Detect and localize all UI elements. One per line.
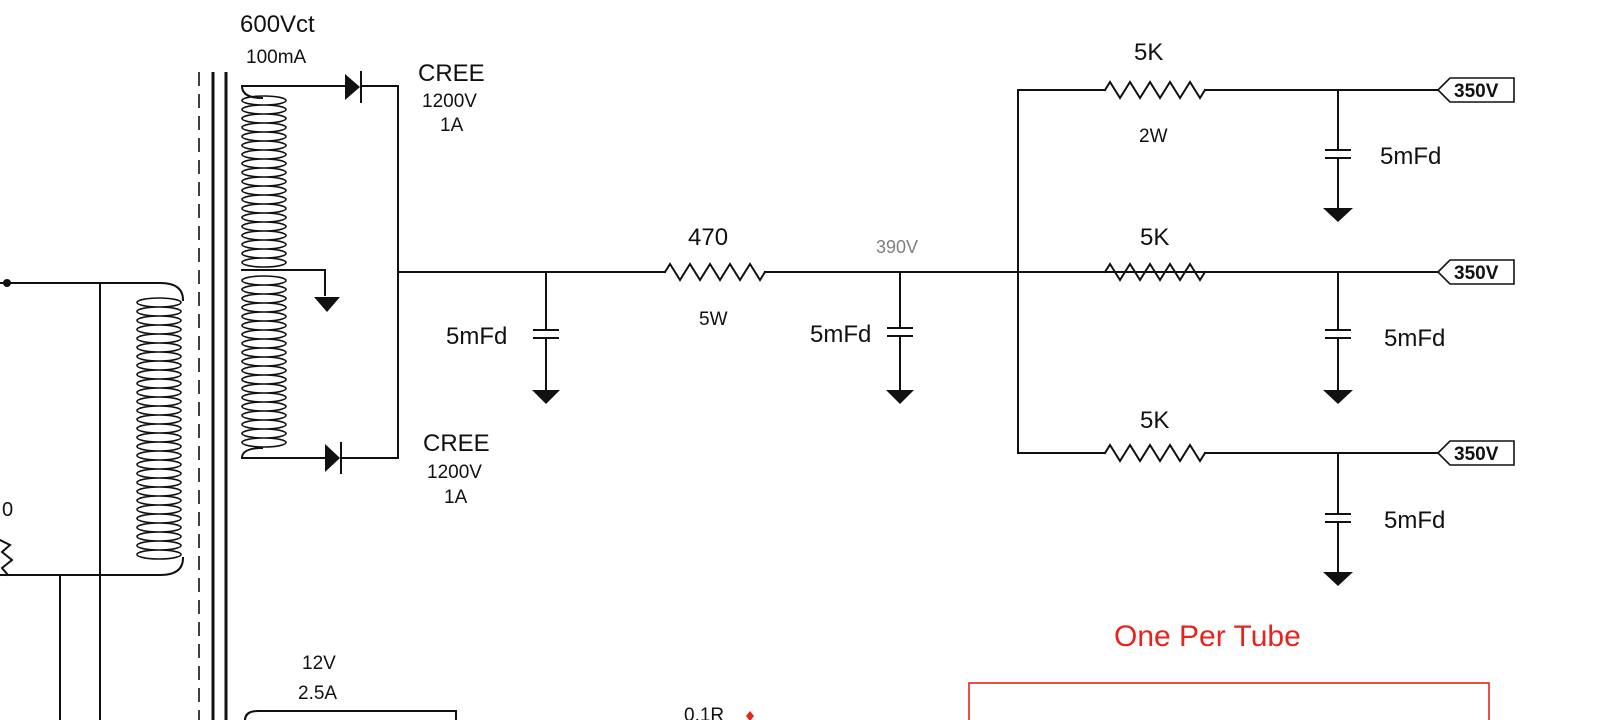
branch-1-resistor-label: 5K [1134, 39, 1163, 66]
main-rail: 470 5W 390V 5mFd 5mFd [397, 224, 1441, 404]
node-voltage-note: 390V [876, 237, 918, 257]
diode-bottom-name: CREE [423, 430, 490, 457]
resistor-5k [1103, 80, 1207, 100]
branch-1-output-label: 350V [1454, 81, 1499, 102]
resistor-5k [1103, 262, 1207, 282]
transformer-core [198, 72, 228, 720]
branch-1-cap-label: 5mFd [1380, 143, 1441, 170]
diode-top-voltage: 1200V [422, 91, 477, 112]
secondary-winding-bottom [241, 275, 287, 448]
branch-3-output-label: 350V [1454, 444, 1499, 465]
diode-top-name: CREE [418, 60, 485, 87]
output-tag [1436, 77, 1515, 103]
diode-icon-bottom [325, 444, 340, 472]
branch-2-resistor-label: 5K [1140, 224, 1169, 251]
heater-winding: 12V 2.5A 0.1R [243, 653, 754, 720]
secondary-winding-top [241, 95, 287, 268]
branch-1-power-label: 2W [1139, 126, 1168, 147]
secondary-rating-label: 600Vct [240, 11, 315, 38]
resistor-470-value: 470 [688, 224, 728, 251]
resistor-5k [1103, 443, 1207, 463]
branch-2-cap-label: 5mFd [1384, 325, 1445, 352]
heater-voltage-label: 12V [302, 653, 336, 674]
bottom-resistor-label: 0.1R [684, 705, 724, 720]
filter-cap1-label: 5mFd [446, 323, 507, 350]
resistor-marker-icon [746, 711, 754, 720]
rectifier: CREE 1200V 1A CREE 1200V 1A [325, 60, 490, 508]
resistor-470 [663, 262, 767, 282]
heater-current-label: 2.5A [298, 683, 337, 704]
output-tag [1436, 259, 1515, 285]
branch-3: 5K 5mFd 350V [1017, 407, 1515, 586]
filter-cap2-label: 5mFd [810, 321, 871, 348]
output-tag [1436, 440, 1515, 466]
ground-icon [532, 390, 560, 404]
diode-top-current: 1A [440, 115, 464, 136]
branch-1: 5K 2W 5mFd 350V [1017, 39, 1515, 222]
ground-icon [314, 297, 340, 312]
tube-section-box [968, 682, 1490, 720]
branch-2-output-label: 350V [1454, 263, 1499, 284]
branch-2: 5K 5mFd 350V [1017, 224, 1515, 404]
ground-icon [886, 390, 914, 404]
hv-secondary: 600Vct 100mA [240, 11, 346, 459]
branch-3-cap-label: 5mFd [1384, 507, 1445, 534]
ground-icon [1323, 208, 1353, 222]
resistor-470-power: 5W [699, 309, 728, 330]
primary-circuit: 0 [0, 279, 185, 720]
diode-bottom-current: 1A [444, 487, 468, 508]
ground-icon [1323, 572, 1353, 586]
ground-icon [1323, 390, 1353, 404]
secondary-current-label: 100mA [246, 47, 307, 68]
one-per-tube-note: One Per Tube [1114, 620, 1301, 653]
branch-3-resistor-label: 5K [1140, 407, 1169, 434]
primary-winding [136, 297, 182, 560]
left-partial-label: 0 [2, 499, 13, 521]
diode-icon-top [345, 74, 360, 100]
diode-bottom-voltage: 1200V [427, 462, 482, 483]
